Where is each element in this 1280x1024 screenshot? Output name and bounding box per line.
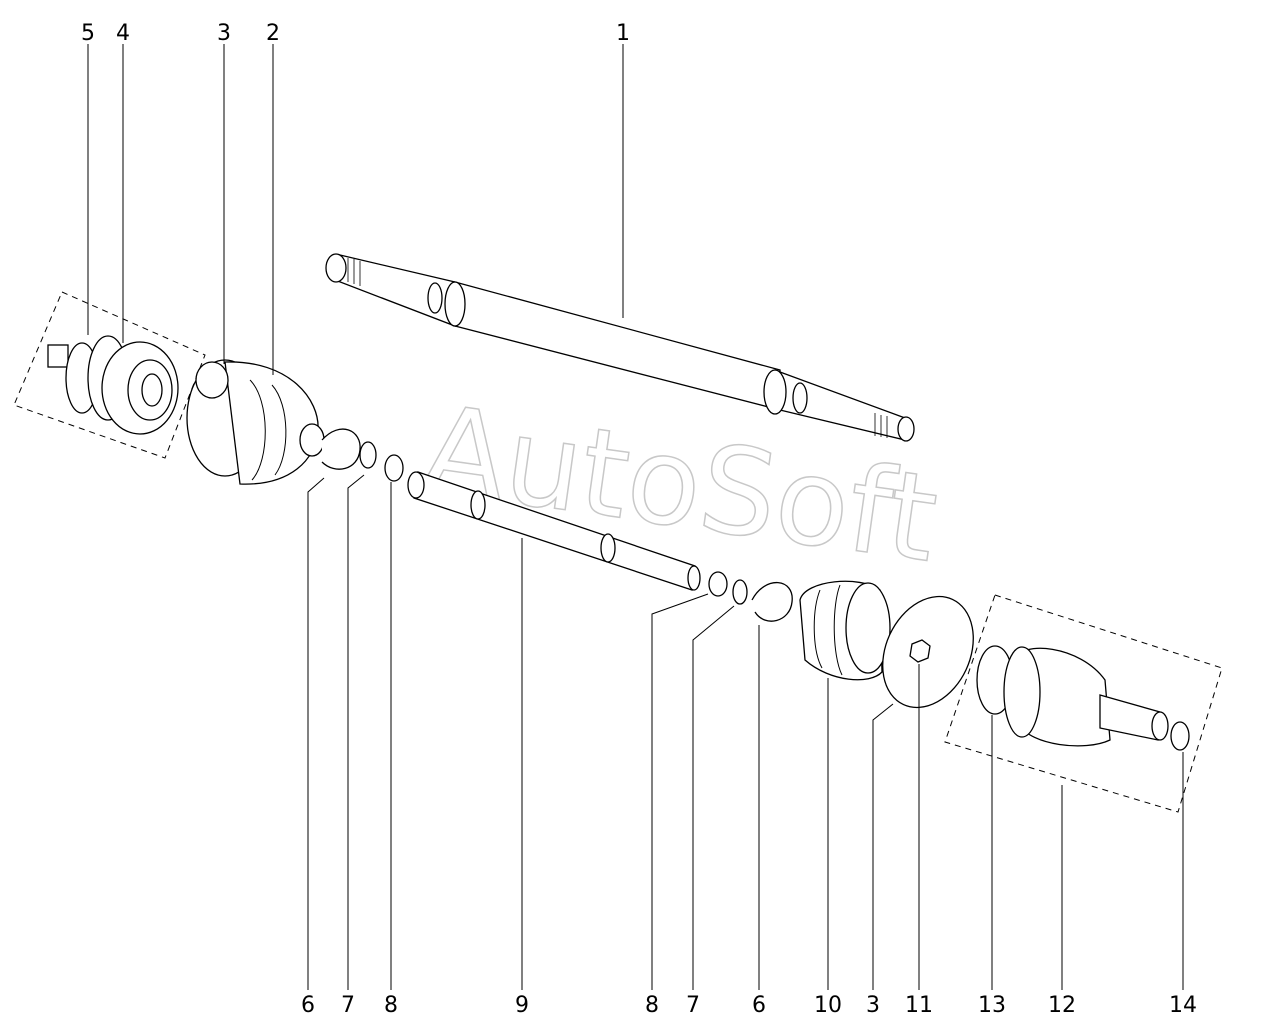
part-11-hub-nut [909,639,931,663]
part-4-tripod-bearing [101,341,179,435]
part-14-snap-ring [1170,721,1190,751]
part-7-circlip-right [732,579,748,605]
part-8-washer-right [708,571,728,597]
callout-label: 3 [217,21,231,46]
leader-lines [87,44,1184,990]
callout-label: 3 [866,993,880,1018]
callout-label: 4 [116,21,130,46]
part-3-boot-clamp-left [195,361,229,399]
callout-label: 8 [645,993,659,1018]
callout-label: 7 [686,993,700,1018]
callout-label: 11 [905,993,933,1018]
part-1-long-shaft [325,253,915,442]
callout-label: 6 [752,993,766,1018]
right-joint-group-box [944,594,1223,813]
part-8-washer-left [384,454,404,482]
callout-label: 5 [81,21,95,46]
part-12-outer-cv-joint [1003,646,1169,747]
callout-label: 10 [814,993,842,1018]
part-6-retaining-clip-left [321,428,361,470]
callout-label: 7 [341,993,355,1018]
callout-label: 9 [515,993,529,1018]
part-9-intermediate-shaft [407,471,701,591]
callout-label: 1 [616,21,630,46]
part-6-retaining-clip-right [751,581,793,622]
callout-label: 2 [266,21,280,46]
callout-label: 14 [1169,993,1197,1018]
callout-label: 13 [978,993,1006,1018]
callout-label: 8 [384,993,398,1018]
callout-label: 12 [1048,993,1076,1018]
left-joint-group-box [13,291,206,459]
callout-label: 6 [301,993,315,1018]
part-10-outer-boot [799,580,891,681]
part-7-circlip-left [359,441,377,469]
